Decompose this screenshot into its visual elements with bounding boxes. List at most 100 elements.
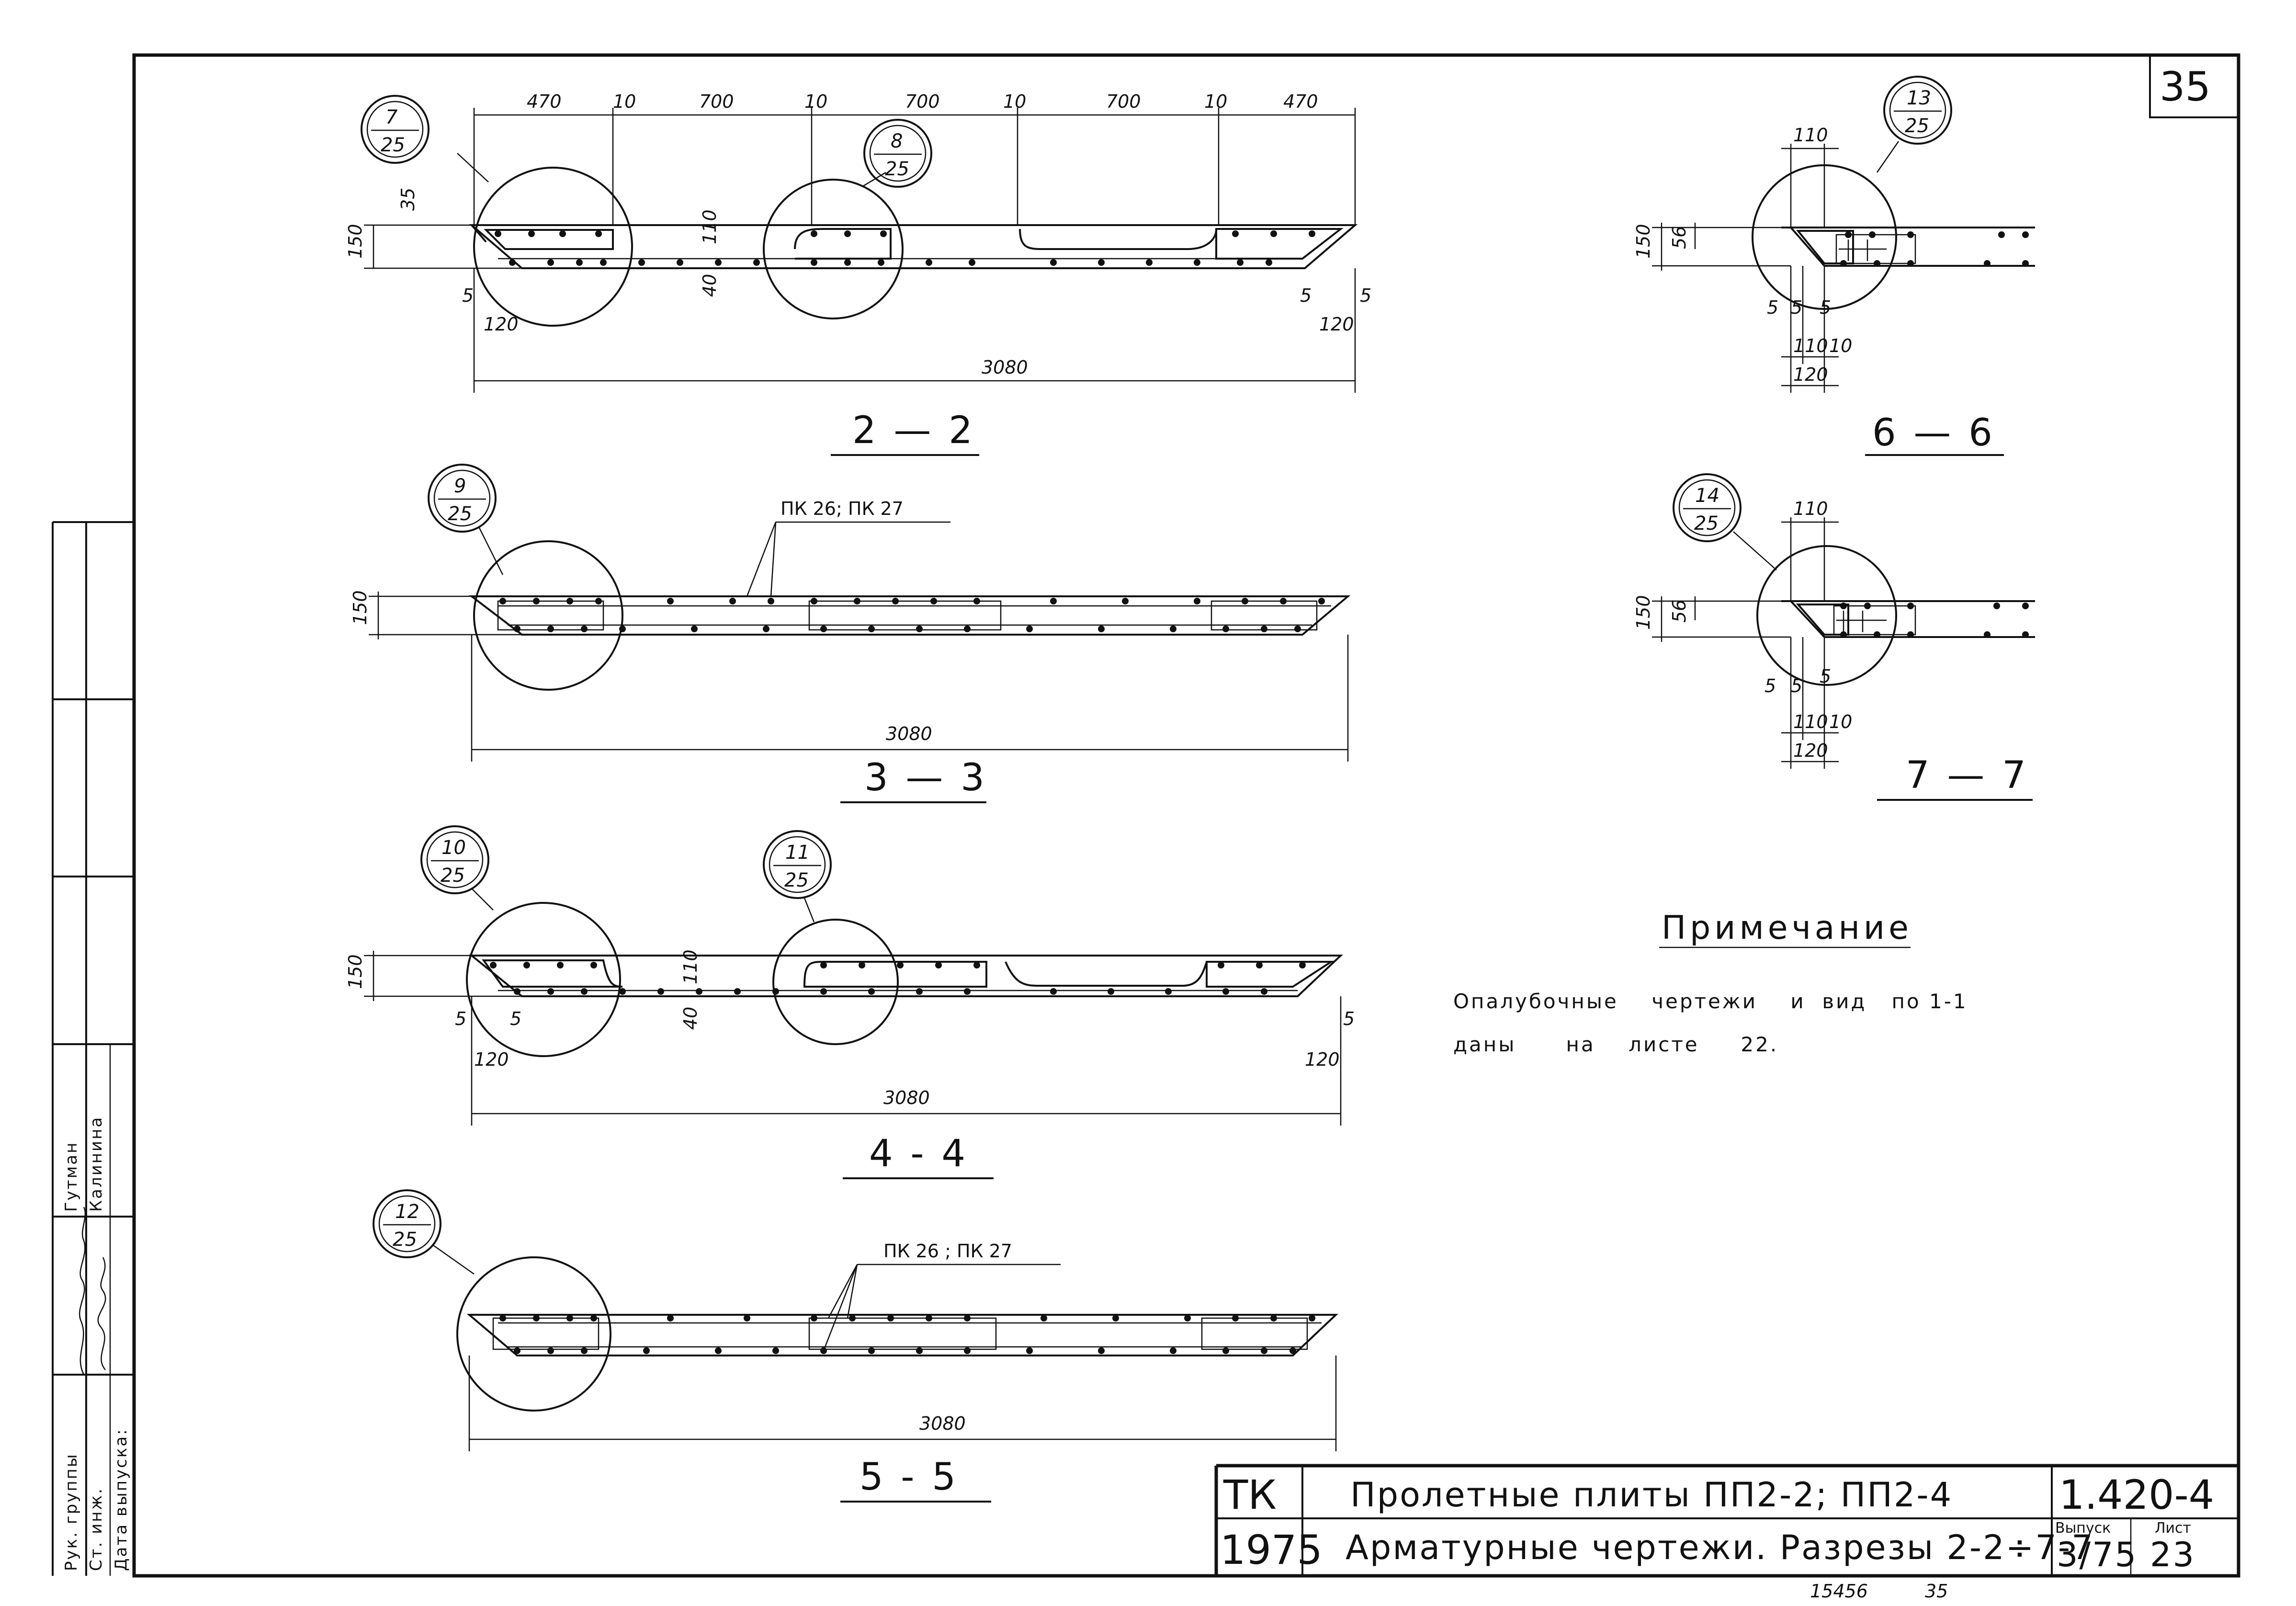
dim-2-2-10d: 10 — [1204, 91, 1227, 112]
title-block: ТК 1975 Пролетные плиты ПП2-2; ПП2-4 Арм… — [1214, 1464, 2239, 1576]
side-stamp: Рук. группы Гутман Ст. инж. Калинина Дат… — [52, 521, 134, 1576]
section-3-3-title: 3 — 3 — [864, 756, 987, 799]
dim-6-6-5a: 5 — [1767, 297, 1778, 318]
callout-11-top: 11 — [785, 842, 810, 864]
dim-7-7-5b: 5 — [1791, 675, 1802, 696]
callout-7-bottom: 25 — [381, 134, 405, 156]
note-heading: Примечание — [1662, 909, 1912, 947]
label-pk-5-5: ПК 26 ; ПК 27 — [883, 1241, 1012, 1262]
dim-3-3-total: 3080 — [886, 723, 932, 744]
rebar-dots-5-5 — [499, 1315, 1315, 1354]
dim-7-7-5c: 5 — [1820, 666, 1831, 687]
rebar-dots-6-6 — [1840, 231, 2029, 267]
callout-10-bottom: 25 — [441, 865, 465, 887]
signature-2 — [97, 1257, 106, 1370]
tb-year: 1975 — [1220, 1526, 1323, 1573]
dim-4-4-110: 110 — [680, 949, 701, 984]
callout-14-bottom: 25 — [1694, 513, 1719, 535]
dim-7-7-150: 150 — [1633, 595, 1654, 630]
callout-13-bottom: 25 — [1905, 115, 1929, 137]
dim-4-4-150: 150 — [345, 954, 366, 989]
dim-2-2-700c: 700 — [1106, 91, 1141, 112]
rebar-dots-7-7 — [1840, 603, 2029, 638]
dim-2-2-110: 110 — [699, 209, 720, 244]
callout-12-bottom: 25 — [393, 1229, 417, 1251]
dim-2-2-470a: 470 — [527, 91, 562, 112]
dim-2-2-40: 40 — [699, 274, 720, 297]
callout-12-top: 12 — [395, 1201, 419, 1223]
stamp-number: 15456 — [1810, 1581, 1868, 1602]
tb-code: 1.420-4 — [2059, 1471, 2214, 1518]
dim-2-2-470b: 470 — [1283, 91, 1318, 112]
dim-2-2-5c: 5 — [1360, 285, 1371, 306]
dim-2-2-700b: 700 — [905, 91, 940, 112]
section-3-3: 9 25 ПК 26; ПК 27 150 3080 3 — 3 — [350, 464, 1351, 803]
dim-4-4-120a: 120 — [474, 1049, 509, 1070]
tb-issue-label: Выпуск — [2055, 1520, 2111, 1537]
note-line-1: Опалубочные чертежи и вид по 1-1 — [1453, 990, 1968, 1013]
dim-6-6-5b: 5 — [1791, 297, 1802, 318]
dim-2-2-120a: 120 — [484, 314, 519, 335]
dim-2-2-10b: 10 — [804, 91, 827, 112]
dim-5-5-total: 3080 — [919, 1413, 966, 1434]
callout-13-top: 13 — [1907, 87, 1931, 109]
tb-title-1: Пролетные плиты ПП2-2; ПП2-4 — [1350, 1475, 1953, 1515]
stamp-row3-role: Дата выпуска: — [112, 1428, 131, 1571]
dim-7-7-56: 56 — [1669, 600, 1690, 623]
dim-2-2-700a: 700 — [699, 91, 734, 112]
section-2-2: 7 25 8 25 470 10 700 10 700 10 700 10 47… — [345, 91, 1371, 456]
rebar-dots-3-3 — [499, 598, 1325, 632]
dim-6-6-5c: 5 — [1820, 297, 1831, 318]
tb-title-2: Арматурные чертежи. Разрезы 2-2÷7-7 — [1346, 1528, 2094, 1567]
tb-issue: 3/75 — [2057, 1535, 2138, 1574]
rebar-dots-2-2 — [495, 230, 1315, 266]
note-line-2: даны на листе 22. — [1453, 1033, 1778, 1056]
section-7-7: 14 25 110 150 56 5 5 5 110 10 120 7 — 7 — [1633, 473, 2035, 801]
dim-3-3-150: 150 — [350, 590, 371, 625]
dim-2-2-150: 150 — [345, 224, 366, 259]
dim-2-2-35: 35 — [397, 188, 418, 211]
dim-2-2-total: 3080 — [982, 357, 1028, 378]
dim-7-7-110top: 110 — [1793, 498, 1828, 519]
callout-8-top: 8 — [891, 130, 903, 152]
dim-7-7-120: 120 — [1793, 740, 1828, 761]
section-5-5: 12 25 ПК 26 ; ПК 27 3080 5 - 5 — [373, 1189, 1339, 1503]
note-block: Примечание Опалубочные чертежи и вид по … — [1453, 909, 1968, 1056]
section-7-7-title: 7 — 7 — [1906, 754, 2029, 797]
dim-2-2-10c: 10 — [1003, 91, 1026, 112]
sheet-number-box — [2149, 54, 2239, 118]
dim-6-6-110: 110 — [1793, 335, 1828, 356]
tb-sheet: 23 — [2150, 1535, 2195, 1574]
label-pk-3-3: ПК 26; ПК 27 — [780, 498, 904, 519]
dim-7-7-110: 110 — [1793, 711, 1828, 732]
dim-4-4-total: 3080 — [883, 1087, 930, 1108]
dim-6-6-150: 150 — [1633, 224, 1654, 259]
dim-2-2-5a: 5 — [462, 285, 474, 306]
dim-4-4-5b: 5 — [510, 1008, 521, 1029]
callout-8-bottom: 25 — [885, 158, 909, 180]
section-4-4: 10 25 11 25 150 110 40 5 5 120 5 120 308… — [345, 825, 1355, 1179]
stamp-row1-name: Гутман — [62, 1141, 81, 1212]
dim-4-4-120b: 120 — [1305, 1049, 1340, 1070]
tb-sheet-label: Лист — [2155, 1520, 2191, 1537]
dim-6-6-56: 56 — [1669, 226, 1690, 249]
dim-6-6-120: 120 — [1793, 364, 1828, 385]
sheet-number: 35 — [2160, 63, 2211, 110]
sheet-frame — [132, 53, 2240, 1578]
stamp-row2-role: Ст. инж. — [87, 1487, 106, 1571]
stamp-number-2: 35 — [1925, 1581, 1948, 1602]
section-4-4-title: 4 - 4 — [869, 1132, 968, 1175]
callout-9-top: 9 — [454, 475, 466, 497]
section-5-5-title: 5 - 5 — [860, 1456, 959, 1499]
section-6-6: 13 25 110 150 56 5 5 5 110 10 120 6 — 6 — [1633, 76, 2035, 456]
dim-7-7-10: 10 — [1829, 711, 1852, 732]
stamp-row2-name: Калинина — [87, 1116, 106, 1212]
dim-2-2-120b: 120 — [1319, 314, 1354, 335]
dim-2-2-5b: 5 — [1300, 285, 1312, 306]
dim-4-4-40: 40 — [680, 1007, 701, 1030]
rebar-dots-4-4 — [490, 962, 1306, 995]
callout-11-bottom: 25 — [784, 869, 809, 891]
dim-2-2-10a: 10 — [613, 91, 636, 112]
callout-9-bottom: 25 — [448, 503, 472, 525]
